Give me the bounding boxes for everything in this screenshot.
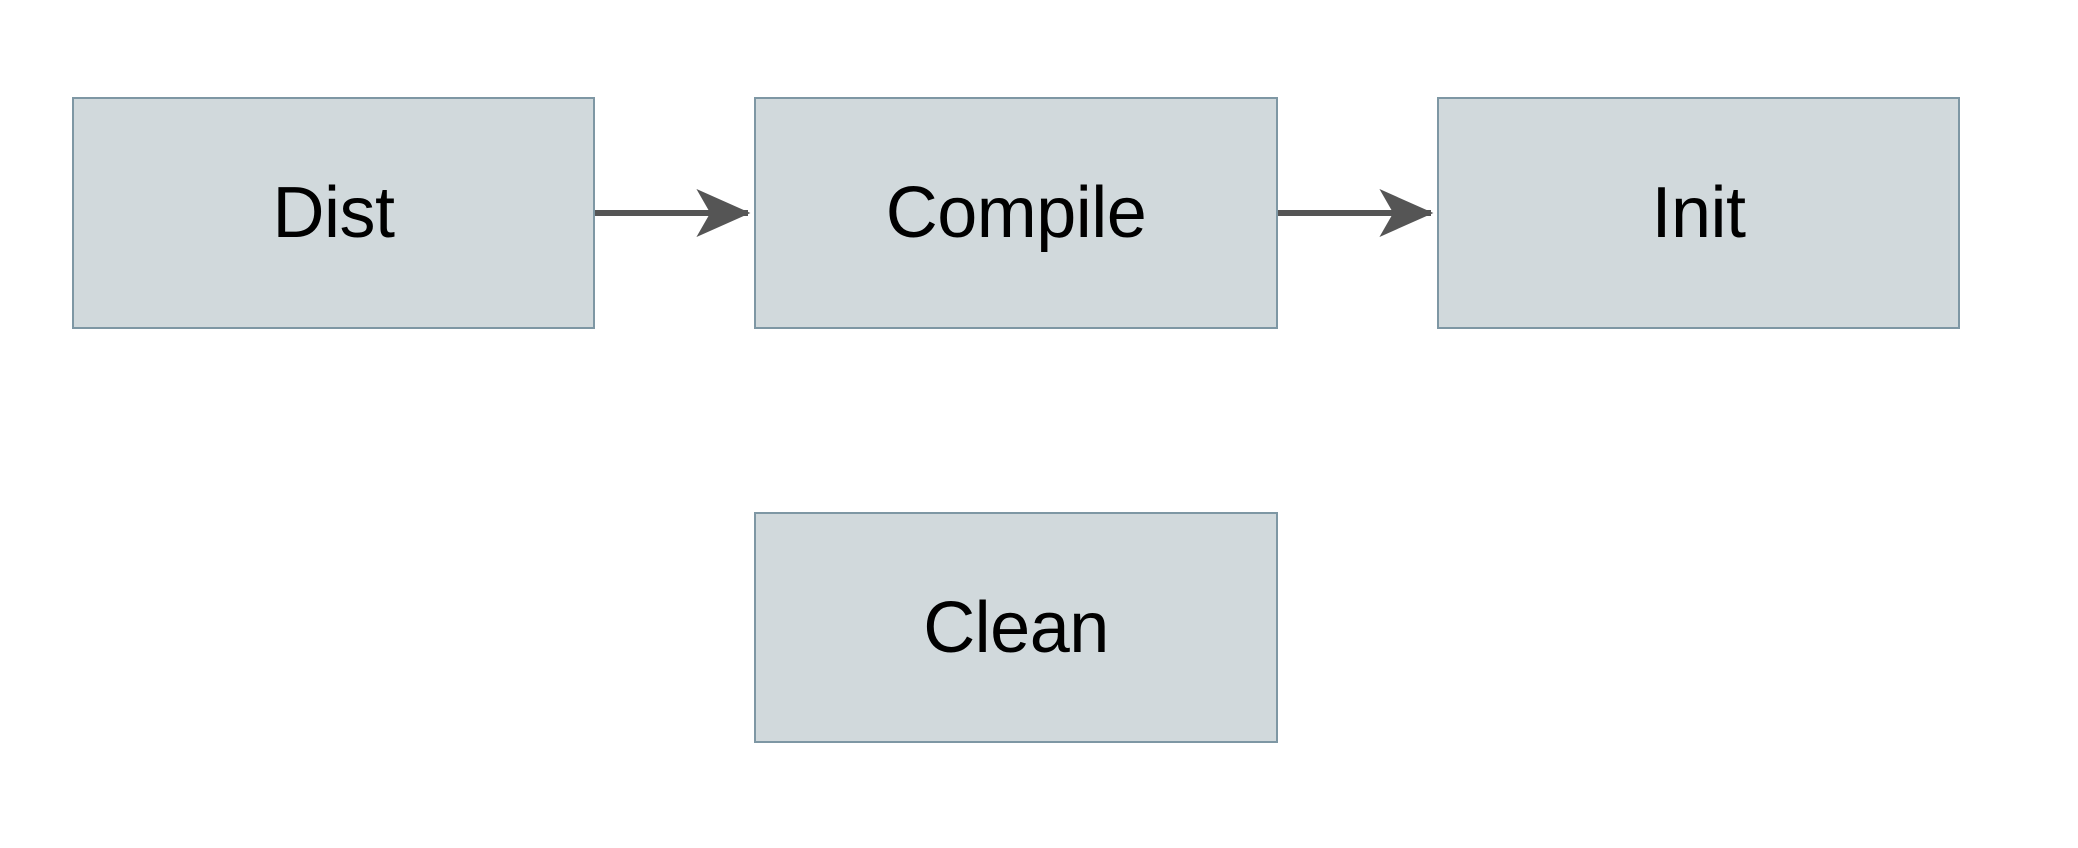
node-init-label: Init [1651,173,1746,253]
node-clean[interactable]: Clean [754,512,1278,743]
node-clean-label: Clean [923,587,1109,668]
node-dist-label: Dist [272,173,396,253]
edge-dist-compile-hitarea[interactable] [595,193,754,233]
node-compile[interactable]: Compile [754,97,1278,329]
node-compile-label: Compile [885,173,1147,253]
edge-compile-init-hitarea[interactable] [1278,193,1437,233]
node-dist[interactable]: Dist [72,97,595,329]
node-init[interactable]: Init [1437,97,1960,329]
